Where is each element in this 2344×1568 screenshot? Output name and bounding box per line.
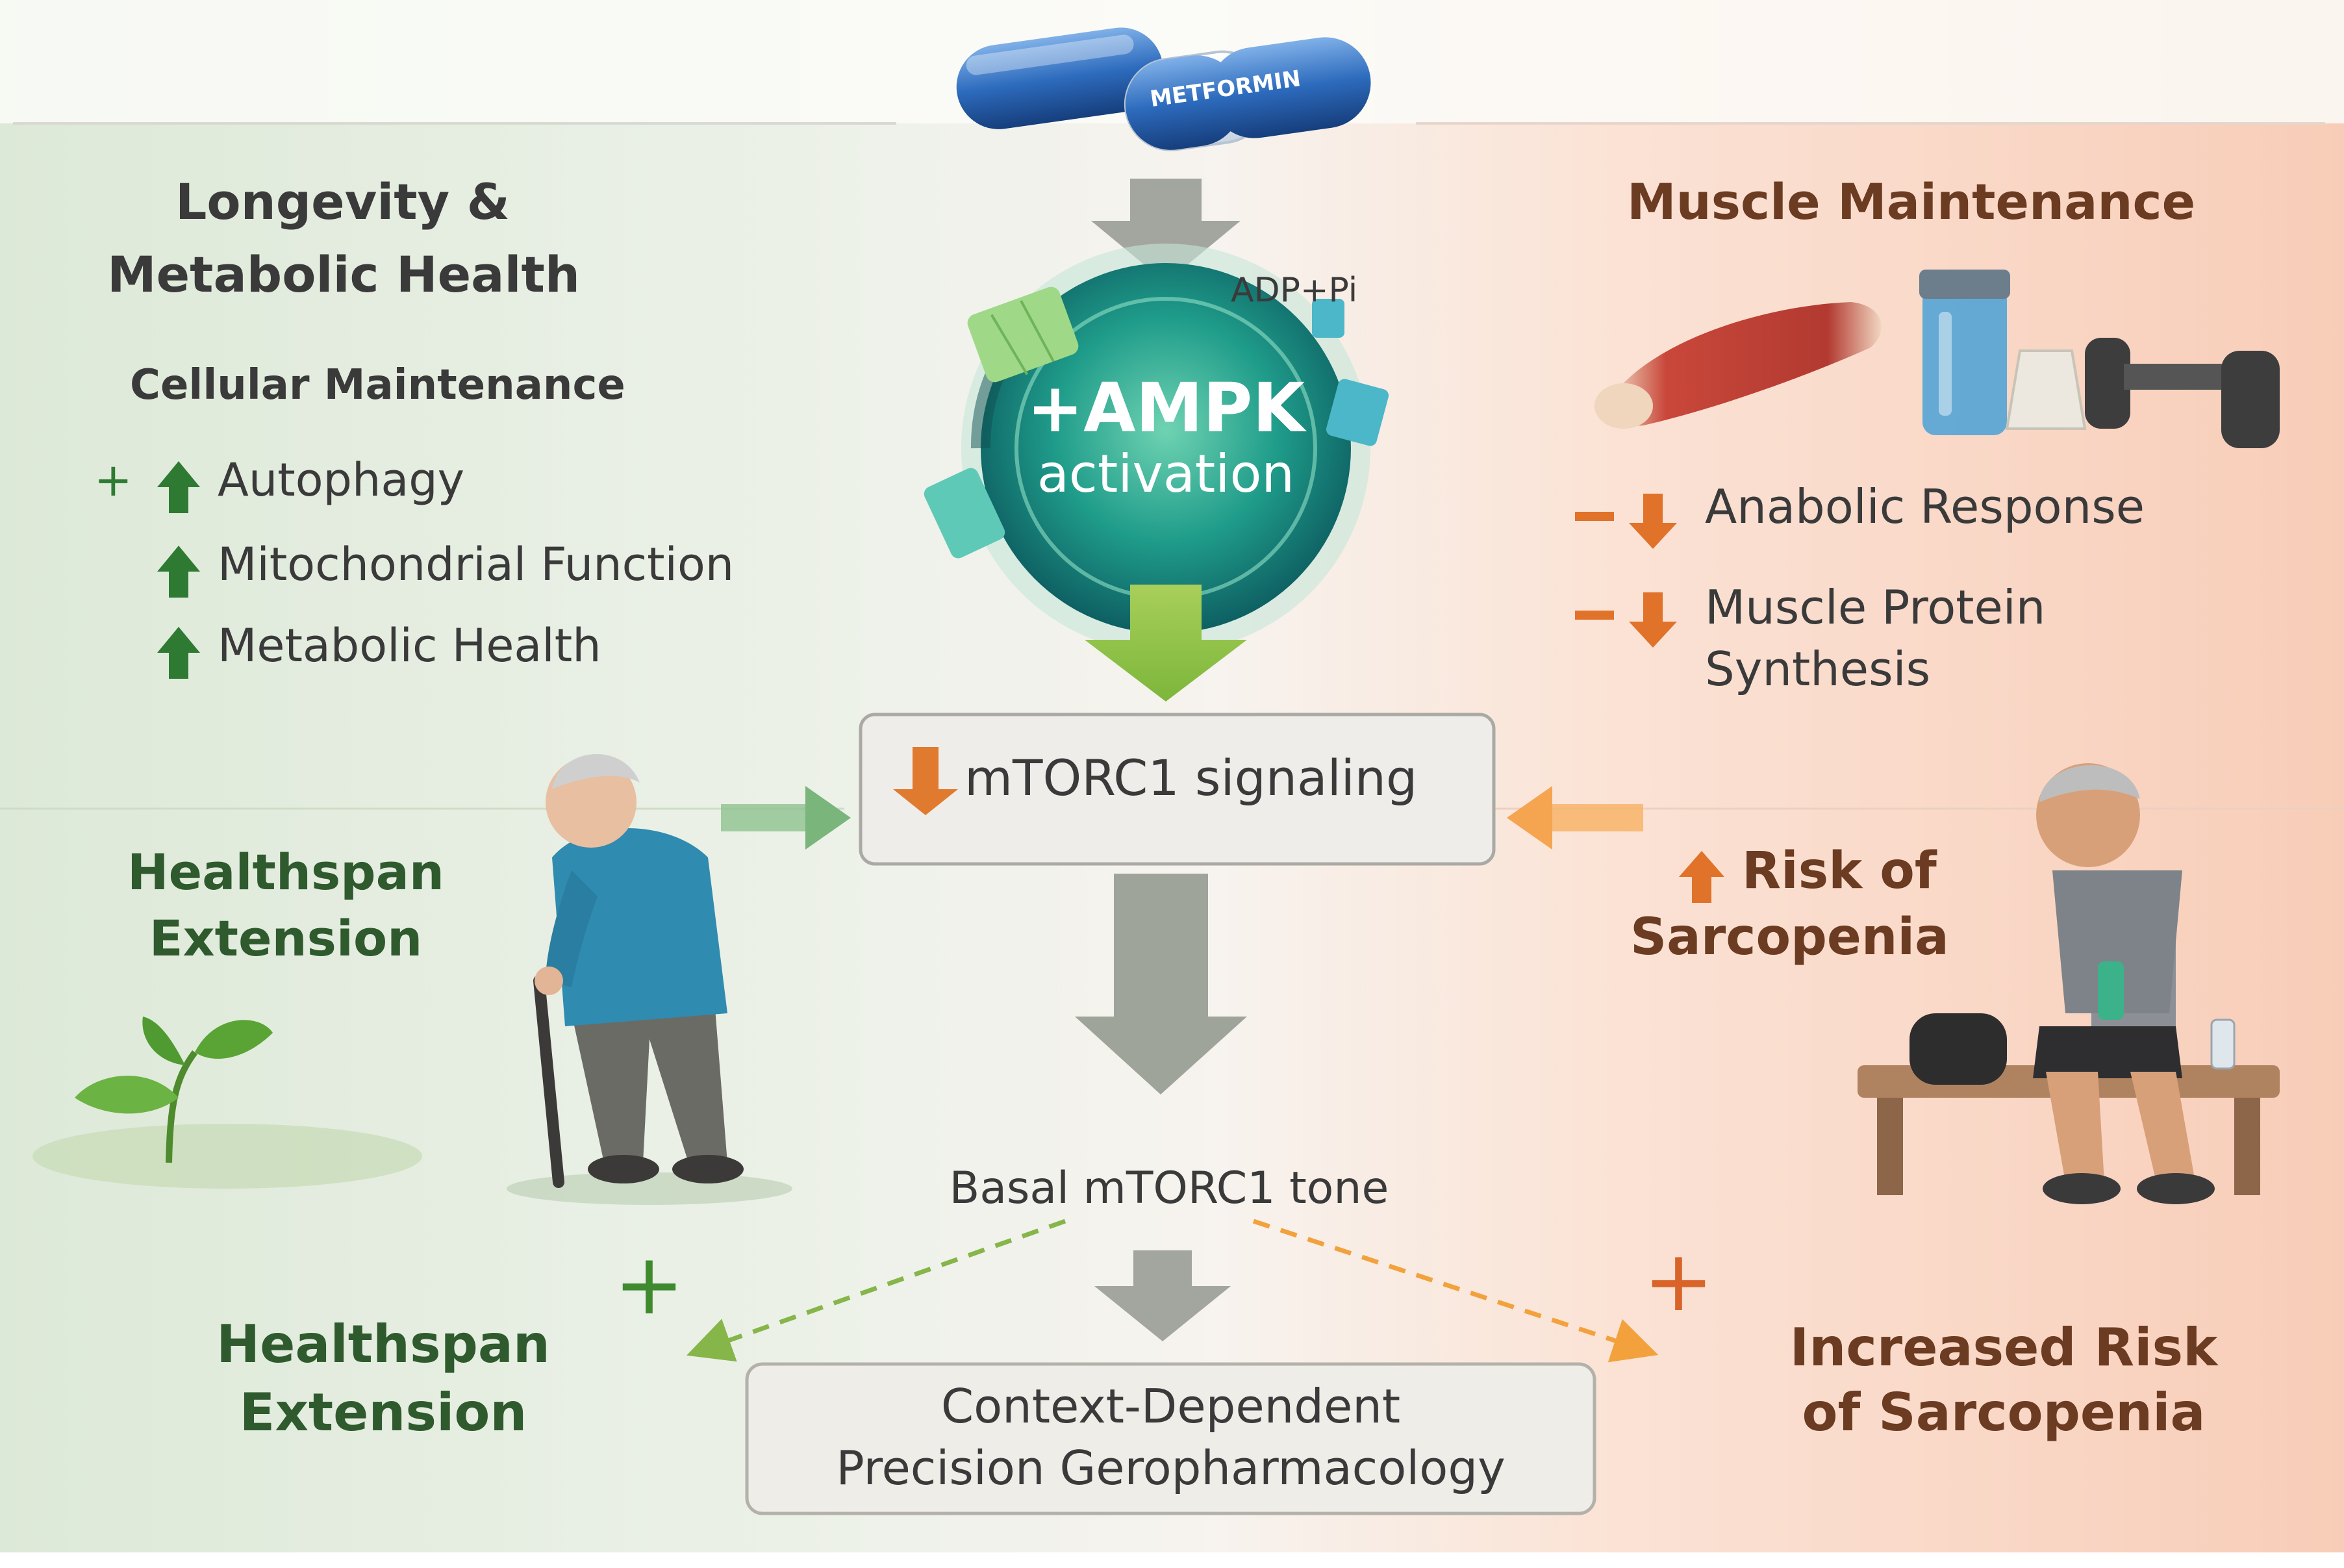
muscle-icon [1594, 302, 1882, 429]
up-arrow-icon-risk [1679, 851, 1724, 903]
mtorc1-signaling-label: mTORC1 signaling [964, 749, 1418, 807]
left-title-line2: Metabolic Health [107, 246, 580, 303]
up-arrow-icon-autophagy [157, 461, 200, 513]
metformin-pill-icon [956, 27, 1371, 151]
context-box [745, 1362, 1596, 1515]
elderly-man-icon [507, 753, 792, 1205]
up-arrow-icon-mitochondrial [157, 546, 200, 598]
athlete-icon [1858, 763, 2280, 1204]
basal-mtorc1-tone-label: Basal mTORC1 tone [949, 1163, 1389, 1214]
autophagy-label: Autophagy [218, 453, 465, 507]
ampk-activation-icon [924, 244, 1389, 653]
up-arrow-icon-metabolic [157, 627, 200, 679]
plant-icon [32, 1017, 422, 1189]
muscle-protein-label-line2: Synthesis [1705, 642, 1931, 696]
healthspan-outcome-line1: Healthspan [216, 1314, 550, 1374]
sarcopenia-label: Sarcopenia [1630, 908, 1949, 967]
dashed-arrow-healthspan [687, 1219, 1066, 1362]
mtorc1-down-arrow-icon [893, 747, 958, 815]
dashed-arrow-sarcopenia [1252, 1219, 1659, 1363]
left-title-line1: Longevity & [175, 173, 510, 231]
muscle-protein-label-line1: Muscle Protein [1705, 580, 2046, 635]
arrow-metformin-to-ampk [1091, 179, 1241, 283]
water-bottle-icon [1919, 270, 2010, 435]
healthspan-outcome-plus: + [614, 1235, 685, 1334]
ampk-label: +AMPK [1027, 368, 1305, 448]
context-label-line2: Precision Geropharmacology [836, 1441, 1506, 1495]
anabolic-response-label: Anabolic Response [1705, 479, 2145, 534]
ampk-activation-label: activation [1037, 444, 1295, 504]
arrow-basal-to-context [1094, 1250, 1231, 1341]
sarcopenia-outcome-line1: Increased Risk [1789, 1317, 2218, 1378]
healthspan-label-line1: Healthspan [127, 843, 444, 901]
healthspan-label-line2: Extension [149, 909, 423, 967]
context-label-line1: Context-Dependent [940, 1379, 1401, 1434]
down-arrow-icon-anabolic [1575, 494, 1677, 549]
risk-of-label: Risk of [1742, 842, 1937, 900]
mitochondrial-function-label: Mitochondrial Function [218, 538, 735, 591]
dumbbell-icon [2085, 338, 2280, 448]
right-title: Muscle Maintenance [1627, 173, 2196, 231]
down-arrow-icon-protein [1575, 592, 1677, 648]
arrow-ampk-to-mtorc1 [1085, 585, 1247, 702]
healthspan-outcome-line2: Extension [239, 1382, 527, 1443]
metabolic-health-label: Metabolic Health [218, 619, 601, 672]
protein-bag-icon [2005, 349, 2087, 430]
cellular-maintenance-heading: Cellular Maintenance [130, 361, 625, 409]
ampk-cofactor: ADP+Pi [1231, 271, 1358, 310]
mtorc1-box [859, 713, 1496, 866]
arrow-mtorc1-to-basal [1075, 874, 1247, 1094]
arrow-left-to-mtorc1 [721, 786, 851, 850]
arrow-right-to-mtorc1 [1507, 786, 1643, 850]
sarcopenia-outcome-line2: of Sarcopenia [1802, 1382, 2206, 1443]
autophagy-plus-sign: + [94, 453, 132, 507]
sarcopenia-outcome-plus: + [1643, 1232, 1714, 1330]
